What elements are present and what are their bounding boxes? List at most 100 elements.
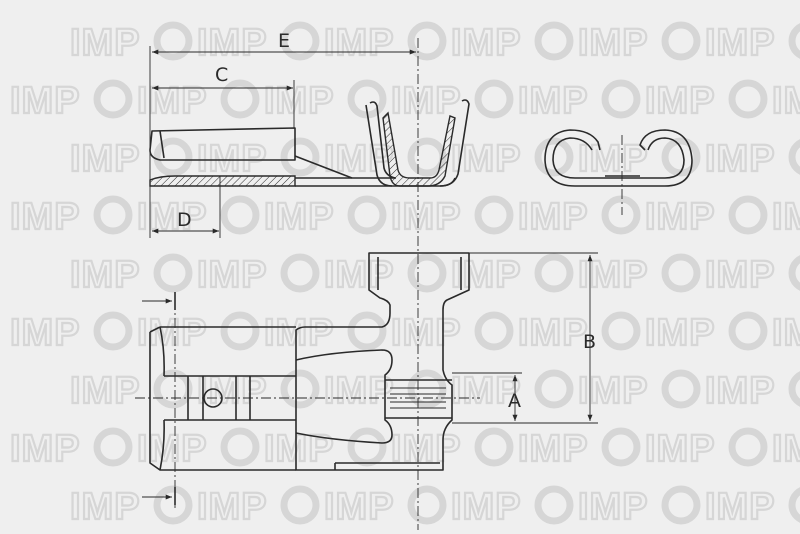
watermark-logo-icon <box>728 427 768 467</box>
watermark-text: IMP <box>137 80 208 122</box>
watermark-logo-icon <box>347 427 387 467</box>
watermark-logo-icon <box>534 137 574 177</box>
watermark-logo-icon <box>280 21 320 61</box>
watermark-logo-icon <box>220 427 260 467</box>
watermark-logo-icon <box>788 23 800 59</box>
watermark-text: IMP <box>451 254 522 296</box>
watermark-logo-icon <box>153 485 193 525</box>
watermark-text: IMP <box>137 428 208 470</box>
watermark-logo-icon <box>474 427 514 467</box>
watermark-text: IMP <box>10 312 81 354</box>
watermark-text: IMP <box>324 254 395 296</box>
watermark-text: IMP <box>705 22 776 64</box>
watermark-logo-icon <box>280 369 320 409</box>
watermark-text: IMP <box>70 138 141 180</box>
watermark-text: IMP <box>772 80 800 122</box>
watermark-logo-icon <box>93 79 133 119</box>
dimension-label-b: B <box>583 331 596 353</box>
watermark-logo-icon <box>534 369 574 409</box>
watermark-logo-icon <box>347 195 387 235</box>
watermark-logo-icon <box>601 79 641 119</box>
watermark-text: IMP <box>645 196 716 238</box>
watermark-logo-icon <box>474 195 514 235</box>
watermark-text: IMP <box>772 196 800 238</box>
watermark-text: IMP <box>518 312 589 354</box>
watermark-logo-icon <box>534 485 574 525</box>
watermark-text: IMP <box>578 254 649 296</box>
watermark-logo-icon <box>153 369 193 409</box>
watermark-text: IMP <box>264 196 335 238</box>
watermark-logo-icon <box>220 195 260 235</box>
watermark-text: IMP <box>10 196 81 238</box>
watermark-text: IMP <box>137 312 208 354</box>
watermark-logo-icon <box>280 137 320 177</box>
watermark-logo-icon <box>153 253 193 293</box>
watermark-logo-icon <box>280 485 320 525</box>
watermark-logo-icon <box>474 79 514 119</box>
watermark-logo-icon <box>788 255 800 291</box>
watermark-logo-icon <box>601 311 641 351</box>
dimension-label-e: E <box>278 30 290 52</box>
watermark-logo-icon <box>601 195 641 235</box>
watermark-text: IMP <box>451 486 522 528</box>
watermark-text: IMP <box>518 428 589 470</box>
watermark-logo-icon <box>153 21 193 61</box>
watermark-text: IMP <box>391 312 462 354</box>
watermark-logo-icon <box>220 79 260 119</box>
watermark-text: IMP <box>391 196 462 238</box>
watermark-text: IMP <box>197 254 268 296</box>
watermark-layer: IMP IMP IMP IMP IMP IMP IMP IMP IMP IMP IMP IMP IMP I… <box>9 21 800 529</box>
watermark-logo-icon <box>280 253 320 293</box>
watermark-text: IMP <box>197 22 268 64</box>
watermark-text: IMP <box>772 312 800 354</box>
watermark-logo-icon <box>728 195 768 235</box>
watermark-text: IMP <box>451 22 522 64</box>
watermark-text: IMP <box>10 80 81 122</box>
watermark-logo-icon <box>728 79 768 119</box>
dimension-label-d: D <box>177 209 192 231</box>
watermark-logo-icon <box>93 195 133 235</box>
watermark-logo-icon <box>407 21 447 61</box>
watermark-logo-icon <box>93 311 133 351</box>
watermark-text: IMP <box>324 486 395 528</box>
watermark-text: IMP <box>518 80 589 122</box>
watermark-logo-icon <box>788 487 800 523</box>
watermark-logo-icon <box>661 21 701 61</box>
watermark-text: IMP <box>645 80 716 122</box>
watermark-text: IMP <box>70 486 141 528</box>
watermark-text: IMP <box>70 370 141 412</box>
watermark-logo-icon <box>474 311 514 351</box>
watermark-text: IMP <box>324 370 395 412</box>
plan-view <box>142 252 598 505</box>
watermark-logo-icon <box>601 427 641 467</box>
watermark-text: IMP <box>578 22 649 64</box>
watermark-text: IMP <box>324 138 395 180</box>
watermark-text: IMP <box>324 22 395 64</box>
serrations <box>390 387 446 409</box>
watermark-text: IMP <box>645 312 716 354</box>
watermark-text: IMP <box>578 138 649 180</box>
watermark-logo-icon <box>93 427 133 467</box>
side-view <box>149 46 470 238</box>
locking-hole <box>203 388 223 408</box>
watermark-text: IMP <box>705 254 776 296</box>
watermark-text: IMP <box>578 486 649 528</box>
watermark-text: IMP <box>70 254 141 296</box>
watermark-logo-icon <box>347 311 387 351</box>
watermark-text: IMP <box>645 428 716 470</box>
watermark-logo-icon <box>153 137 193 177</box>
watermark-text: IMP <box>264 312 335 354</box>
watermark-text: IMP <box>137 196 208 238</box>
watermark-text: IMP <box>705 486 776 528</box>
watermark-text: IMP <box>772 428 800 470</box>
watermark-logo-icon <box>534 253 574 293</box>
dimension-label-a: A <box>508 390 521 412</box>
watermark-text: IMP <box>705 138 776 180</box>
watermark-logo-icon <box>407 253 447 293</box>
watermark-logo-icon <box>407 485 447 525</box>
watermark-logo-icon <box>661 137 701 177</box>
watermark-text: IMP <box>197 138 268 180</box>
cross-section-view <box>544 129 693 187</box>
watermark-logo-icon <box>220 311 260 351</box>
